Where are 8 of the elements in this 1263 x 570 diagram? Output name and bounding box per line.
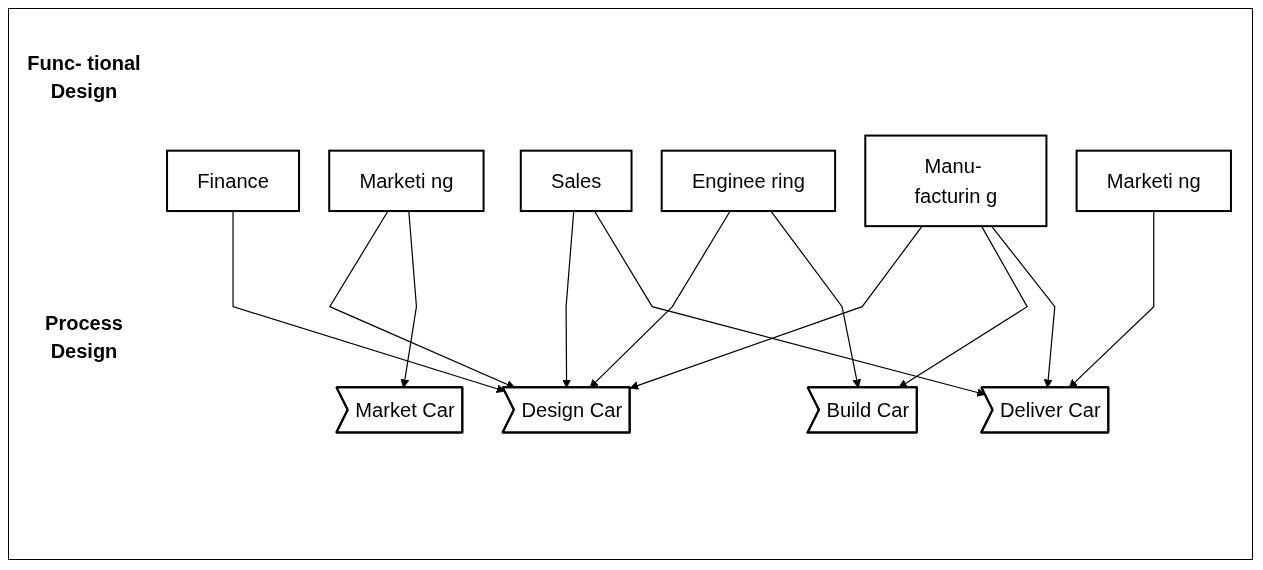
row-label: Func- tional Design [26, 51, 142, 104]
node-box: Sales [519, 149, 633, 213]
node-box: Marketi ng [328, 149, 485, 213]
node-box: Enginee ring [660, 149, 837, 213]
node-box: Marketi ng [1075, 149, 1232, 213]
row-label: Process Design [44, 311, 124, 364]
node-box: Finance [166, 149, 301, 213]
node-box: Manu- facturin g [864, 134, 1048, 228]
